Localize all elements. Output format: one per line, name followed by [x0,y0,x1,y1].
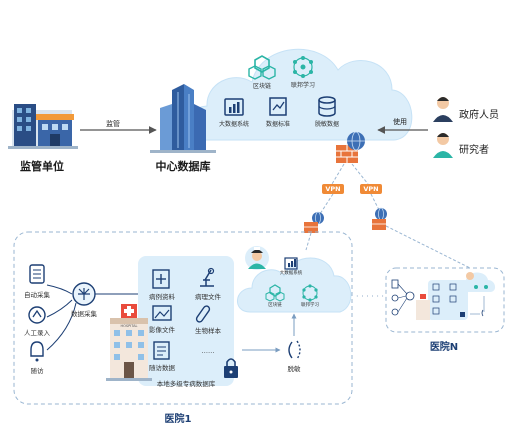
hospitalN-region [385,267,505,333]
h1-blockchain-icon [265,284,285,302]
hospital-sign-label: HOSPITAL [120,324,138,328]
hospital-building-icon [106,304,152,381]
continuation-dots: · · · · · · [356,292,384,301]
local-db-label: 本地多级专病数据库 [156,380,216,388]
vpn-label-2: VPN [363,185,379,193]
central-database-label: 中心数据库 [155,160,211,173]
government-person-icon [433,97,453,122]
h1-federated-label: 联邦学习 [301,303,319,308]
desensitize-top-label: 脱敏数据 [314,121,340,128]
desensitize-icon [288,340,301,360]
ellipsis-label: …… [201,347,215,355]
researcher-label: 研究者 [459,145,489,156]
vpn-label-1: VPN [325,185,341,193]
regulator-building-icon [8,104,78,149]
hospital1-firewall-icon [304,211,324,233]
medical-records-label: 病例资料 [149,293,175,301]
blockchain-icon [248,55,276,80]
hospital1-region [13,231,353,405]
biosample-label: 生物样本 [195,327,221,335]
lock-icon [224,358,238,378]
doctor-avatar-icon [245,246,269,270]
standard-label: 数据标准 [265,121,291,128]
federated-learning-icon [293,56,313,78]
h1-bigdata-icon [284,257,298,270]
supervise-label: 监管 [106,120,120,128]
manual-entry-label: 人工录入 [24,329,50,337]
central-database-building-icon [150,84,216,153]
manual-entry-icon [28,306,46,324]
desensitized-data-icon [318,96,336,117]
vpn-badge-2 [360,184,382,194]
followup-icon [30,341,44,362]
medical-records-icon [152,269,170,289]
researcher-person-icon [433,133,453,158]
use-label: 使用 [393,118,407,126]
biosample-icon [195,305,211,323]
data-collection-label: 数据采集 [71,310,97,318]
auto-collection-label: 自动采集 [24,291,50,299]
followup-data-label: 随访数据 [149,364,175,372]
regulator-label: 监管单位 [20,160,64,173]
hospitalN-mini-diagram [391,272,496,320]
pathology-file-icon [200,267,215,287]
data-standard-icon [269,97,287,116]
federated-label: 联邦学习 [290,82,316,89]
hospital1-label: 医院1 [164,414,192,425]
bigdata-label: 大数据系统 [218,121,250,128]
central-cloud [186,48,413,141]
cloud-firewall-icon [336,145,358,163]
h1-federated-icon [302,284,318,302]
h1-blockchain-label: 区块链 [268,303,282,308]
blockchain-label: 区块链 [252,83,272,90]
government-label: 政府人员 [459,110,499,121]
auto-collection-icon [29,264,45,284]
imaging-file-icon [152,305,172,321]
pathology-label: 病理文件 [195,293,221,301]
vpn-badge-1 [322,184,344,194]
followup-label: 随访 [30,367,44,375]
h1-bigdata-label: 大数据系统 [279,271,303,276]
hospitalN-firewall-icon [372,207,387,230]
desensitize-label: 脱敏 [287,365,301,373]
hospitalN-label: 医院N [429,342,459,353]
bigdata-system-icon [224,98,244,116]
imaging-label: 影像文件 [149,326,175,334]
followup-data-icon [153,341,170,360]
data-collection-hub-icon [72,282,96,306]
cloud-globe-icon [347,131,365,151]
